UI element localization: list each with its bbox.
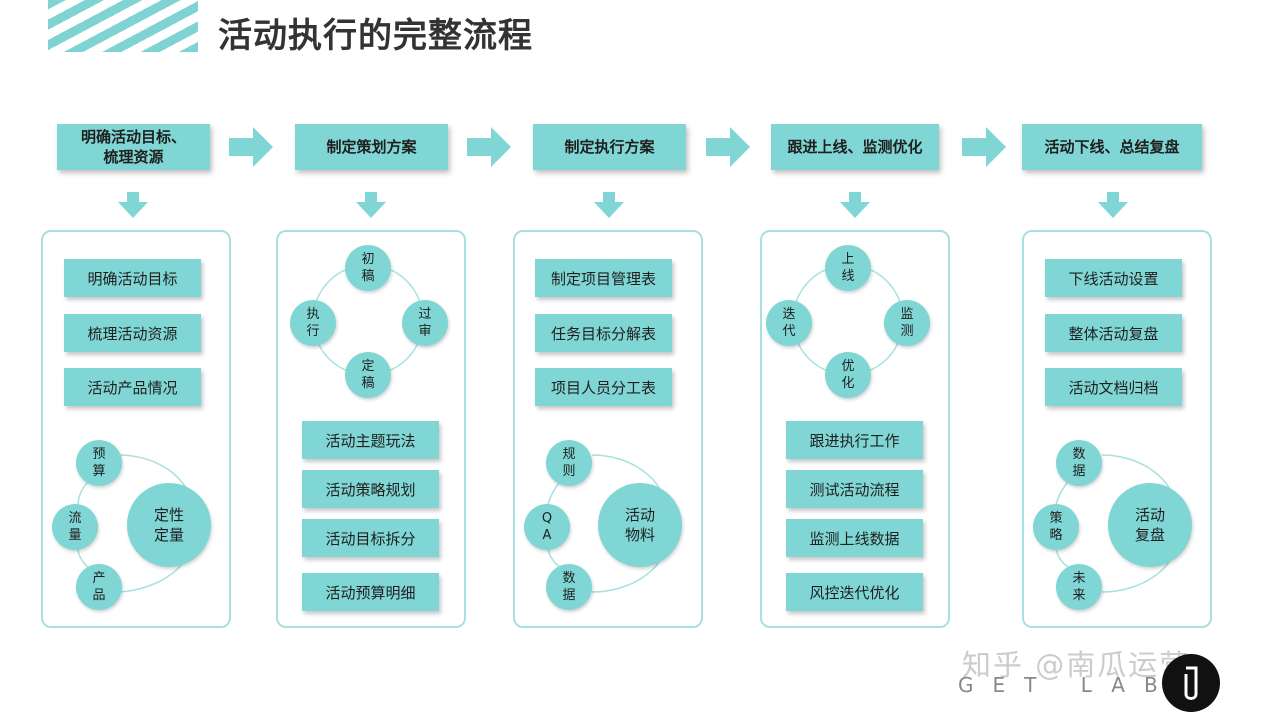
step-1-item: 梳理活动资源 xyxy=(64,314,201,352)
step-4-item: 风控迭代优化 xyxy=(786,573,923,611)
step-3-item: 制定项目管理表 xyxy=(535,259,672,297)
step-4-header: 跟进上线、监测优化 xyxy=(771,124,939,170)
step-2-item: 活动主题玩法 xyxy=(302,421,439,459)
step-3-header: 制定执行方案 xyxy=(533,124,686,170)
ring-node: 优 化 xyxy=(825,352,871,398)
arrow-down-icon xyxy=(594,192,624,218)
arrow-down-icon xyxy=(118,192,148,218)
arrow-down-icon xyxy=(840,192,870,218)
arrow-right-icon xyxy=(706,127,750,167)
step-1-header: 明确活动目标、 梳理资源 xyxy=(57,124,210,170)
cycle-node: 数 据 xyxy=(546,564,592,610)
step-1-item: 活动产品情况 xyxy=(64,368,201,406)
ring-node: 迭 代 xyxy=(766,300,812,346)
watermark-text: 知乎 @南瓜运营 xyxy=(962,648,1191,682)
step-2-item: 活动目标拆分 xyxy=(302,519,439,557)
title-decoration xyxy=(48,0,198,52)
ring-node: 监 测 xyxy=(884,300,930,346)
cycle-node: 数 据 xyxy=(1056,440,1102,486)
step-2-item: 活动预算明细 xyxy=(302,573,439,611)
step-2-header: 制定策划方案 xyxy=(295,124,448,170)
cycle-node: 规 则 xyxy=(546,440,592,486)
logo-icon xyxy=(1162,654,1220,712)
step-5-item: 下线活动设置 xyxy=(1045,259,1182,297)
step-4-item: 测试活动流程 xyxy=(786,470,923,508)
page-title: 活动执行的完整流程 xyxy=(218,16,533,56)
arrow-down-icon xyxy=(1098,192,1128,218)
watermark-sub: GET LAB xyxy=(958,673,1177,697)
step-3-item: 任务目标分解表 xyxy=(535,314,672,352)
step-5-header: 活动下线、总结复盘 xyxy=(1022,124,1202,170)
step-5-item: 活动文档归档 xyxy=(1045,368,1182,406)
cycle-node: 未 来 xyxy=(1056,564,1102,610)
arrow-right-icon xyxy=(467,127,511,167)
cycle-node: Q A xyxy=(524,504,570,550)
step-4-item: 监测上线数据 xyxy=(786,519,923,557)
cycle-node: 流 量 xyxy=(52,504,98,550)
cycle-center: 活动 复盘 xyxy=(1108,483,1192,567)
step-2-item: 活动策略规划 xyxy=(302,470,439,508)
step-4-item: 跟进执行工作 xyxy=(786,421,923,459)
step-1-item: 明确活动目标 xyxy=(64,259,201,297)
cycle-center: 定性 定量 xyxy=(127,483,211,567)
arrow-right-icon xyxy=(229,127,273,167)
ring-node: 定 稿 xyxy=(345,352,391,398)
ring-node: 初 稿 xyxy=(345,245,391,291)
ring-node: 上 线 xyxy=(825,245,871,291)
step-5-item: 整体活动复盘 xyxy=(1045,314,1182,352)
cycle-node: 产 品 xyxy=(76,564,122,610)
step-3-item: 项目人员分工表 xyxy=(535,368,672,406)
ring-node: 过 审 xyxy=(402,300,448,346)
arrow-down-icon xyxy=(356,192,386,218)
ring-node: 执 行 xyxy=(290,300,336,346)
cycle-center: 活动 物料 xyxy=(598,483,682,567)
cycle-node: 预 算 xyxy=(76,440,122,486)
arrow-right-icon xyxy=(962,127,1006,167)
cycle-node: 策 略 xyxy=(1033,504,1079,550)
